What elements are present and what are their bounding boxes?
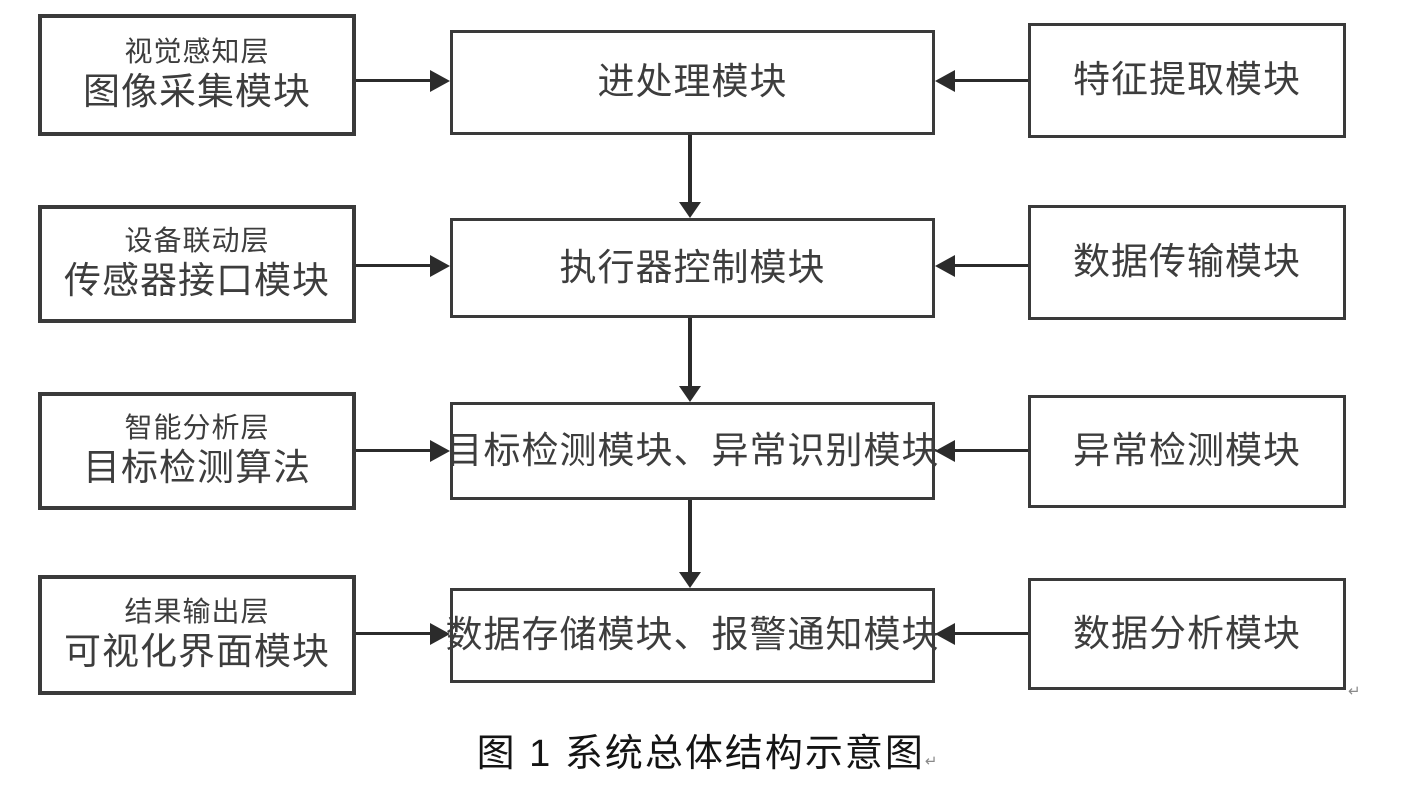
node-visual-perception-layer: 视觉感知层 图像采集模块 bbox=[38, 14, 356, 136]
node-anomaly-detection-module: 异常检测模块 bbox=[1028, 395, 1346, 508]
arrow-right-to-center-row4 bbox=[955, 632, 1028, 635]
layer-label: 结果输出层 bbox=[124, 596, 270, 628]
arrow-center-down-1 bbox=[688, 135, 692, 202]
node-device-linkage-layer: 设备联动层 传感器接口模块 bbox=[38, 205, 356, 323]
node-label: 数据传输模块 bbox=[1073, 241, 1301, 283]
node-preprocessing-module: 进处理模块 bbox=[450, 30, 935, 135]
node-feature-extraction-module: 特征提取模块 bbox=[1028, 23, 1346, 138]
node-label: 数据分析模块 bbox=[1073, 612, 1301, 654]
node-label: 数据存储模块、报警通知模块 bbox=[445, 614, 940, 656]
layer-label: 智能分析层 bbox=[124, 412, 270, 444]
node-label: 执行器控制模块 bbox=[559, 246, 826, 288]
arrow-left-to-center-row4 bbox=[356, 632, 430, 635]
node-intelligent-analysis-layer: 智能分析层 目标检测算法 bbox=[38, 392, 356, 510]
node-label: 异常检测模块 bbox=[1073, 430, 1301, 472]
node-data-transmission-module: 数据传输模块 bbox=[1028, 205, 1346, 320]
node-detection-recognition-modules: 目标检测模块、异常识别模块 bbox=[446, 402, 939, 500]
arrow-left-to-center-row2 bbox=[356, 264, 430, 267]
node-result-output-layer: 结果输出层 可视化界面模块 bbox=[38, 575, 356, 695]
return-mark-icon: ↵ bbox=[1348, 683, 1361, 700]
layer-label: 视觉感知层 bbox=[124, 36, 270, 68]
node-data-analysis-module: 数据分析模块 bbox=[1028, 578, 1346, 690]
arrow-right-to-center-row3 bbox=[955, 449, 1028, 452]
node-storage-alarm-modules: 数据存储模块、报警通知模块 bbox=[446, 588, 939, 683]
node-actuator-control-module: 执行器控制模块 bbox=[450, 218, 935, 318]
node-label: 特征提取模块 bbox=[1073, 59, 1301, 101]
module-label: 目标检测算法 bbox=[83, 447, 311, 489]
layer-label: 设备联动层 bbox=[124, 225, 270, 257]
module-label: 图像采集模块 bbox=[83, 71, 311, 113]
module-label: 传感器接口模块 bbox=[64, 260, 330, 302]
arrow-left-to-center-row1 bbox=[356, 79, 430, 82]
arrow-right-to-center-row1 bbox=[955, 79, 1028, 82]
node-label: 目标检测模块、异常识别模块 bbox=[445, 429, 940, 471]
node-label: 进处理模块 bbox=[597, 61, 788, 103]
arrow-center-down-3 bbox=[688, 500, 692, 572]
module-label: 可视化界面模块 bbox=[64, 631, 330, 673]
arrow-center-down-2 bbox=[688, 318, 692, 386]
figure-caption-text: 图 1 系统总体结构示意图 bbox=[476, 733, 925, 775]
arrow-left-to-center-row3 bbox=[356, 449, 430, 452]
return-mark-icon: ↵ bbox=[924, 753, 938, 770]
arrow-right-to-center-row2 bbox=[955, 264, 1028, 267]
figure-caption: 图 1 系统总体结构示意图↵ bbox=[0, 722, 1414, 777]
